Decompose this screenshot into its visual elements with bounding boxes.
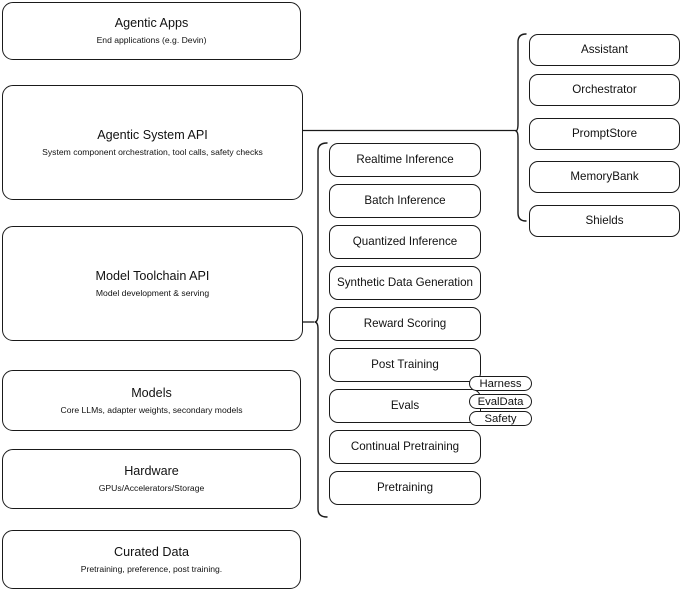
toolchain-item-post-training[interactable]: Post Training: [329, 348, 481, 382]
layer-subtitle: GPUs/Accelerators/Storage: [98, 483, 205, 493]
toolchain-item-label: Evals: [390, 399, 420, 412]
toolchain-item-label: Pretraining: [376, 481, 434, 494]
layer-title: Hardware: [124, 464, 179, 478]
layer-subtitle: Core LLMs, adapter weights, secondary mo…: [60, 404, 243, 415]
toolchain-item-label: Post Training: [371, 358, 439, 371]
toolchain-item-quantized-inference[interactable]: Quantized Inference: [329, 225, 481, 259]
layer-agentic-system-api[interactable]: Agentic System API System component orch…: [2, 85, 303, 200]
eval-badge-label: Safety: [484, 412, 517, 425]
system-item-memorybank[interactable]: MemoryBank: [529, 161, 680, 193]
toolchain-item-label: Realtime Inference: [356, 153, 454, 166]
eval-badge-evaldata[interactable]: EvalData: [469, 394, 532, 409]
eval-badge-safety[interactable]: Safety: [469, 411, 532, 426]
layer-subtitle: Pretraining, preference, post training.: [80, 563, 223, 574]
eval-badge-label: Harness: [479, 377, 522, 390]
toolchain-item-label: Batch Inference: [364, 194, 446, 207]
layer-title: Models: [131, 385, 172, 400]
layer-curated-data[interactable]: Curated Data Pretraining, preference, po…: [2, 530, 301, 589]
layer-title: Model Toolchain API: [95, 268, 210, 283]
system-item-orchestrator[interactable]: Orchestrator: [529, 74, 680, 106]
toolchain-item-label: Reward Scoring: [363, 317, 447, 330]
system-item-label: Assistant: [580, 43, 629, 56]
system-item-label: Shields: [585, 214, 624, 227]
toolchain-item-continual-pretraining[interactable]: Continual Pretraining: [329, 430, 481, 464]
system-item-label: PromptStore: [571, 127, 638, 140]
layer-hardware[interactable]: Hardware GPUs/Accelerators/Storage: [2, 449, 301, 509]
layer-title: Agentic System API: [97, 127, 208, 142]
layer-title: Agentic Apps: [114, 16, 189, 30]
system-item-promptstore[interactable]: PromptStore: [529, 118, 680, 150]
system-item-shields[interactable]: Shields: [529, 205, 680, 237]
eval-badge-harness[interactable]: Harness: [469, 376, 532, 391]
layer-subtitle: System component orchestration, tool cal…: [42, 146, 263, 157]
toolchain-item-synthetic-data-generation[interactable]: Synthetic Data Generation: [329, 266, 481, 300]
toolchain-item-label: Quantized Inference: [352, 235, 458, 248]
layer-agentic-apps[interactable]: Agentic Apps End applications (e.g. Devi…: [2, 2, 301, 60]
system-item-label: MemoryBank: [570, 170, 639, 183]
system-item-label: Orchestrator: [572, 83, 637, 96]
layer-title: Curated Data: [114, 544, 189, 559]
layer-subtitle: End applications (e.g. Devin): [96, 35, 207, 45]
system-item-assistant[interactable]: Assistant: [529, 34, 680, 66]
toolchain-item-evals[interactable]: Evals: [329, 389, 481, 423]
layer-subtitle: Model development & serving: [95, 287, 210, 298]
toolchain-item-label: Continual Pretraining: [350, 440, 460, 453]
toolchain-item-reward-scoring[interactable]: Reward Scoring: [329, 307, 481, 341]
toolchain-item-realtime-inference[interactable]: Realtime Inference: [329, 143, 481, 177]
layer-model-toolchain-api[interactable]: Model Toolchain API Model development & …: [2, 226, 303, 341]
toolchain-item-batch-inference[interactable]: Batch Inference: [329, 184, 481, 218]
eval-badge-label: EvalData: [477, 395, 524, 408]
toolchain-item-label: Synthetic Data Generation: [337, 276, 473, 289]
layer-models[interactable]: Models Core LLMs, adapter weights, secon…: [2, 370, 301, 431]
toolchain-item-pretraining[interactable]: Pretraining: [329, 471, 481, 505]
